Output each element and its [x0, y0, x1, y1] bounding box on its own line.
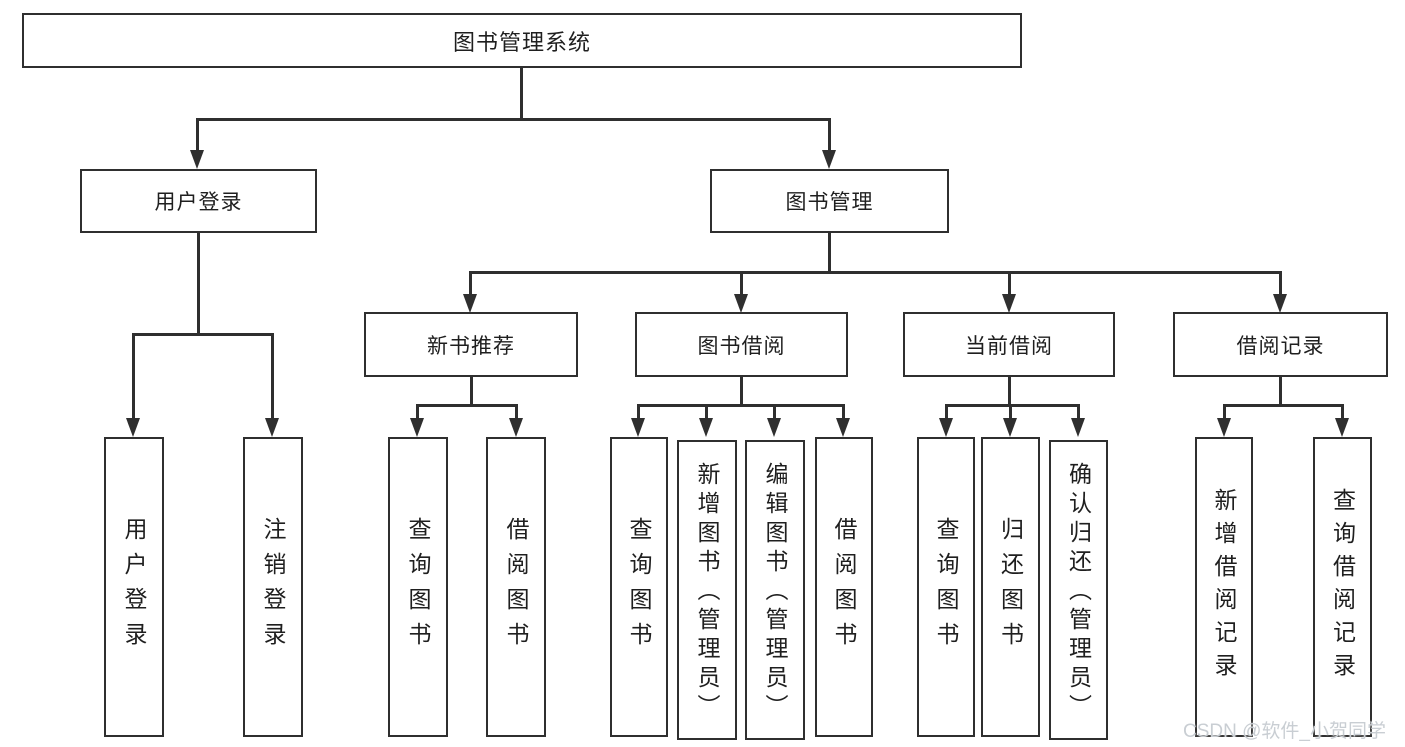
- connector-userlogin-drop-2: [271, 333, 274, 431]
- connector-rec-drop-1: [416, 404, 419, 431]
- node-box-user-login: 用户登录: [80, 169, 317, 233]
- node-box-book-mgmt: 图书管理: [710, 169, 949, 233]
- connector-current-stem: [1008, 377, 1011, 407]
- node-box-new-book-rec: 新书推荐: [364, 312, 578, 377]
- connector-rec-bar: [416, 404, 518, 407]
- arrow-to-leaf-user-login: [126, 418, 140, 437]
- connector-current-drop-2: [1009, 404, 1012, 431]
- arrow-to-leaf-edit-book: [767, 418, 781, 437]
- connector-userlogin-drop-1: [132, 333, 135, 431]
- arrow-to-leaf-add-record: [1217, 418, 1231, 437]
- arrow-to-leaf-borrow-book-borrow: [836, 418, 850, 437]
- arrow-to-user-login: [190, 150, 204, 169]
- node-box-book-borrow: 图书借阅: [635, 312, 848, 377]
- leaf-box-borrow-book-rec: 借阅图书: [486, 437, 546, 737]
- connector-current-drop-3: [1077, 404, 1080, 431]
- leaf-box-query-borrow-record: 查询借阅记录: [1313, 437, 1372, 737]
- connector-root-stem: [520, 68, 523, 121]
- leaf-box-user-login: 用户登录: [104, 437, 164, 737]
- connector-borrow-drop-2: [705, 404, 708, 431]
- connector-rec-drop-2: [515, 404, 518, 431]
- connector-record-drop-1: [1223, 404, 1226, 431]
- connector-root-drop-left: [196, 118, 199, 163]
- leaf-box-query-book-rec: 查询图书: [388, 437, 448, 737]
- arrow-to-leaf-query-book-current: [939, 418, 953, 437]
- arrow-to-leaf-query-book-borrow: [631, 418, 645, 437]
- connector-bookmgmt-drop-2: [740, 271, 743, 304]
- arrow-to-leaf-add-book: [699, 418, 713, 437]
- connector-bookmgmt-drop-4: [1279, 271, 1282, 304]
- leaf-box-logout: 注销登录: [243, 437, 303, 737]
- connector-userlogin-bar: [132, 333, 274, 336]
- leaf-box-confirm-return-admin: 确认归还（管理员）: [1049, 440, 1108, 740]
- csdn-watermark: CSDN @软件_小贺同学: [1183, 721, 1386, 742]
- connector-rec-stem: [470, 377, 473, 407]
- connector-bookmgmt-drop-1: [469, 271, 472, 304]
- connector-record-bar: [1223, 404, 1344, 407]
- leaf-box-add-borrow-record: 新增借阅记录: [1195, 437, 1253, 737]
- arrow-to-book-borrow: [734, 294, 748, 313]
- connector-record-stem: [1279, 377, 1282, 407]
- connector-bookmgmt-drop-3: [1008, 271, 1011, 304]
- leaf-box-query-book-current: 查询图书: [917, 437, 975, 737]
- arrow-to-leaf-borrow-book-rec: [509, 418, 523, 437]
- leaf-box-add-book-admin: 新增图书（管理员）: [677, 440, 737, 740]
- connector-borrow-drop-4: [842, 404, 845, 431]
- leaf-box-edit-book-admin: 编辑图书（管理员）: [745, 440, 805, 740]
- leaf-box-query-book-borrow: 查询图书: [610, 437, 668, 737]
- connector-borrow-stem: [740, 377, 743, 407]
- connector-bookmgmt-stem: [828, 233, 831, 274]
- arrow-to-leaf-return-book: [1003, 418, 1017, 437]
- arrow-to-leaf-query-book-rec: [410, 418, 424, 437]
- arrow-to-book-mgmt: [822, 150, 836, 169]
- node-box-root: 图书管理系统: [22, 13, 1022, 68]
- arrow-to-leaf-confirm-return: [1071, 418, 1085, 437]
- connector-borrow-drop-1: [637, 404, 640, 431]
- connector-borrow-drop-3: [773, 404, 776, 431]
- connector-current-bar: [945, 404, 1079, 407]
- leaf-box-borrow-book-borrow: 借阅图书: [815, 437, 873, 737]
- leaf-box-return-book: 归还图书: [981, 437, 1040, 737]
- node-box-current-borrow: 当前借阅: [903, 312, 1115, 377]
- connector-root-bar: [196, 118, 831, 121]
- arrow-to-leaf-logout: [265, 418, 279, 437]
- connector-current-drop-1: [945, 404, 948, 431]
- connector-record-drop-2: [1341, 404, 1344, 431]
- connector-borrow-bar: [637, 404, 844, 407]
- arrow-to-leaf-query-record: [1335, 418, 1349, 437]
- connector-root-drop-right: [828, 118, 831, 163]
- arrow-to-new-book-rec: [463, 294, 477, 313]
- arrow-to-current-borrow: [1002, 294, 1016, 313]
- arrow-to-borrow-record: [1273, 294, 1287, 313]
- connector-bookmgmt-bar: [469, 271, 1282, 274]
- connector-userlogin-stem: [197, 233, 200, 336]
- node-box-borrow-record: 借阅记录: [1173, 312, 1388, 377]
